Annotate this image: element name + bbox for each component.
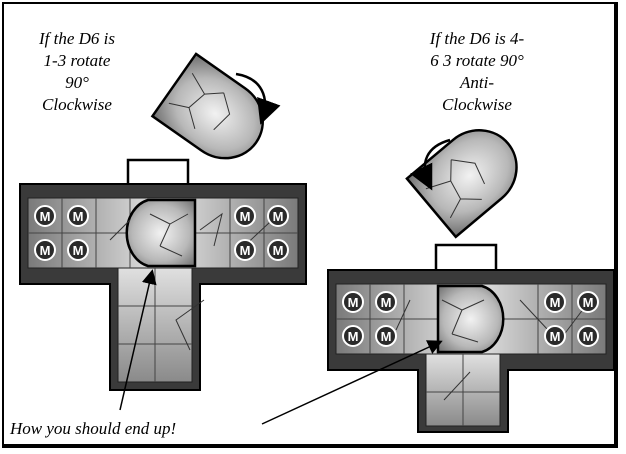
marine-marker-icon: M — [544, 291, 566, 313]
pointer-arrow-left — [119, 269, 157, 411]
left-instruction-line: 1-3 rotate — [43, 51, 111, 70]
marker-letter: M — [348, 329, 359, 344]
result-caption: How you should end up! — [10, 419, 177, 438]
marine-marker-icon: M — [34, 205, 56, 227]
marker-letter: M — [381, 295, 392, 310]
rotated-tile-anticlockwise — [405, 129, 518, 239]
marine-marker-icon: M — [577, 325, 599, 347]
marker-letter: M — [73, 209, 84, 224]
right-instruction-line: Clockwise — [442, 95, 512, 114]
left-instruction-line: Clockwise — [42, 95, 112, 114]
marine-marker-icon: M — [342, 325, 364, 347]
right-instruction-line: 6 3 rotate 90° — [430, 51, 524, 70]
left-board — [19, 158, 307, 391]
marker-letter: M — [73, 243, 84, 258]
marker-letter: M — [583, 295, 594, 310]
right-instruction-line: If the D6 is 4- — [429, 29, 525, 48]
anticlockwise-arrow-icon — [409, 138, 451, 191]
marker-letter: M — [583, 329, 594, 344]
marker-letter: M — [240, 243, 251, 258]
marine-marker-icon: M — [34, 239, 56, 261]
marine-marker-icon: M — [67, 239, 89, 261]
marker-letter: M — [240, 209, 251, 224]
marine-marker-icon: M — [375, 325, 397, 347]
marine-marker-icon: M — [267, 205, 289, 227]
marine-marker-icon: M — [267, 239, 289, 261]
marine-marker-icon: M — [234, 205, 256, 227]
right-board — [327, 243, 615, 433]
marker-letter: M — [550, 295, 561, 310]
pointer-arrow-right — [261, 340, 443, 425]
left-instruction-line: If the D6 is — [38, 29, 116, 48]
left-instruction: If the D6 is 1-3 rotate 90° Clockwise — [22, 28, 132, 116]
right-instruction-line: Anti- — [460, 73, 494, 92]
marker-letter: M — [273, 209, 284, 224]
left-instruction-line: 90° — [65, 73, 89, 92]
marine-marker-icon: M — [342, 291, 364, 313]
marine-marker-icon: M — [234, 239, 256, 261]
right-instruction: If the D6 is 4- 6 3 rotate 90° Anti- Clo… — [402, 28, 552, 116]
rotated-tile-clockwise — [150, 52, 264, 160]
marine-marker-icon: M — [577, 291, 599, 313]
marker-letter: M — [40, 209, 51, 224]
marker-letter: M — [381, 329, 392, 344]
clockwise-arrow-icon — [235, 72, 281, 125]
marker-letter: M — [550, 329, 561, 344]
marker-letter: M — [273, 243, 284, 258]
marine-marker-icon: M — [67, 205, 89, 227]
marine-marker-icon: M — [375, 291, 397, 313]
marine-marker-icon: M — [544, 325, 566, 347]
marker-letter: M — [40, 243, 51, 258]
marker-letter: M — [348, 295, 359, 310]
